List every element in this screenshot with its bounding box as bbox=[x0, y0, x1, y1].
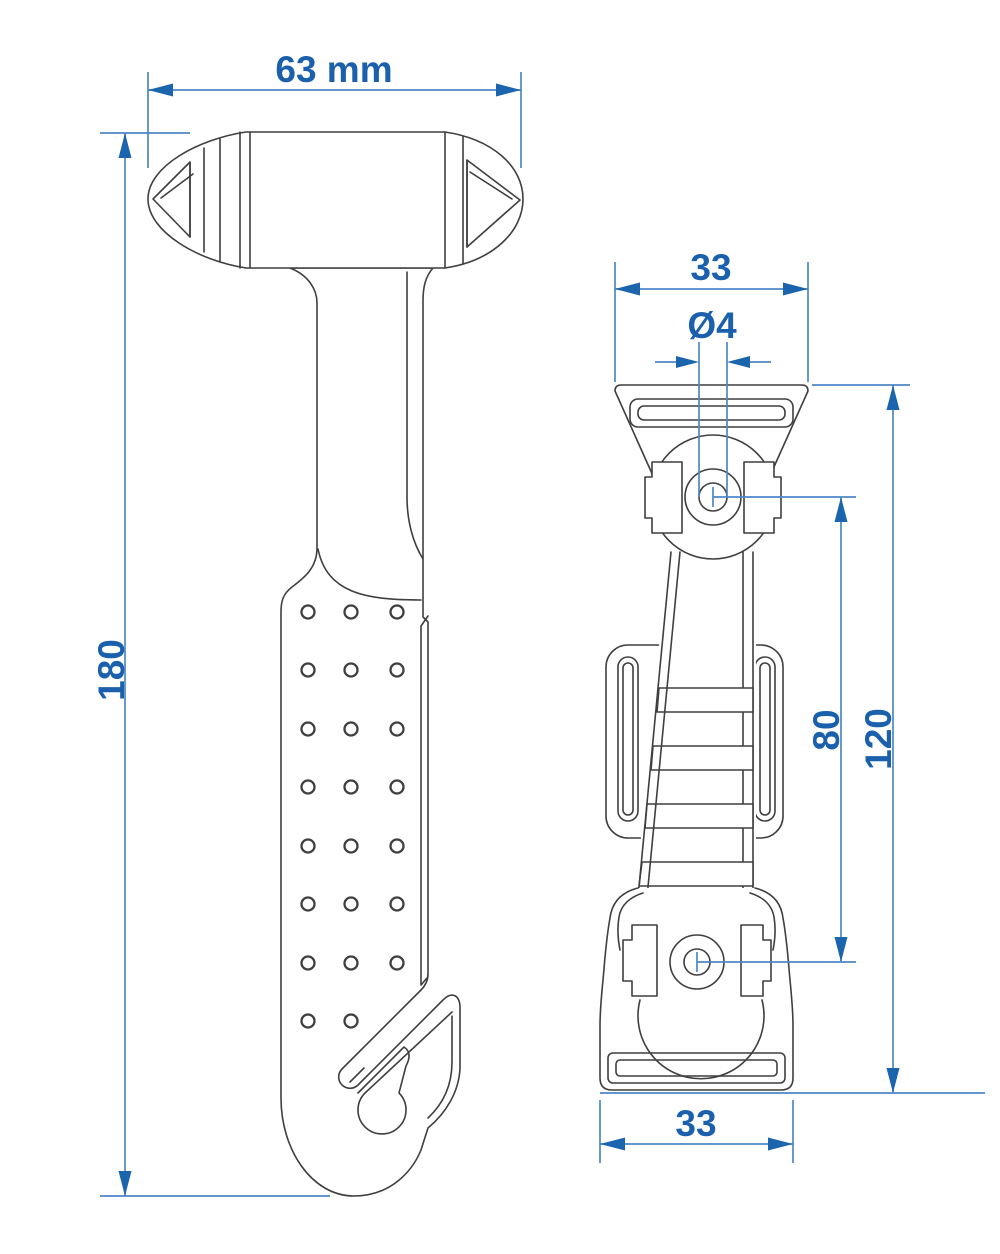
buckle-slot-right-inner bbox=[759, 662, 771, 816]
grip-hole bbox=[300, 721, 316, 737]
grip-hole bbox=[389, 838, 405, 854]
ratchet-rung bbox=[656, 687, 754, 713]
grip-hole bbox=[300, 662, 316, 678]
grip-hole bbox=[343, 604, 359, 620]
grip-hole bbox=[389, 721, 405, 737]
dimension-annotations: 63 mm 180 33 Ø4 80 120 33 bbox=[91, 49, 985, 1197]
bottom-pivot-clip-left bbox=[622, 924, 658, 997]
arrowhead-up-icon bbox=[118, 133, 132, 158]
grip-hole bbox=[343, 896, 359, 912]
bottom-strap-slot-outer bbox=[607, 1052, 786, 1084]
bracket-side-view bbox=[599, 384, 809, 1091]
grip-hole bbox=[300, 779, 316, 795]
grip-hole bbox=[300, 896, 316, 912]
top-strap-slot-outer bbox=[629, 398, 794, 428]
dim-hole-spacing-lines bbox=[696, 487, 856, 972]
hammer-head-collar-lines-right bbox=[444, 131, 468, 269]
dim-bracket-bottom-width-lines bbox=[599, 1100, 794, 1163]
belt-cutter-bulge-inner-line bbox=[427, 1015, 453, 1119]
ratchet-arm-body bbox=[634, 550, 756, 912]
top-pivot-clip-left bbox=[644, 461, 683, 534]
dim-head-width-lines bbox=[147, 72, 522, 168]
grip-hole bbox=[343, 838, 359, 854]
arrowhead-right-icon bbox=[768, 1137, 793, 1151]
hammer-handle-outline bbox=[280, 267, 461, 1197]
arrowhead-left-icon bbox=[615, 282, 640, 296]
ratchet-rung bbox=[650, 745, 754, 771]
dim-label-bracket-length: 120 bbox=[858, 708, 899, 770]
grip-hole bbox=[300, 955, 316, 971]
grip-hole bbox=[389, 662, 405, 678]
ratchet-rung bbox=[644, 803, 754, 829]
arrowhead-right-icon bbox=[676, 356, 699, 368]
dim-label-bracket-bottom-width: 33 bbox=[675, 1103, 716, 1144]
arrowhead-right-icon bbox=[783, 282, 808, 296]
arrowhead-up-icon bbox=[834, 497, 848, 522]
arrowhead-up-icon bbox=[886, 385, 900, 410]
grip-hole bbox=[389, 896, 405, 912]
grip-hole bbox=[300, 1013, 316, 1029]
hammer-left-cone-inner-line bbox=[160, 173, 194, 199]
ratchet-arm-left-edges bbox=[636, 551, 681, 909]
dim-label-hole-spacing: 80 bbox=[806, 709, 847, 750]
dim-hole-diameter-lines bbox=[655, 342, 771, 497]
belt-cutter-blade-edge-line bbox=[349, 1067, 365, 1083]
buckle-slot-left-outer bbox=[617, 656, 639, 822]
dim-overall-length-lines bbox=[100, 132, 330, 1197]
dim-label-hole-diameter: Ø4 bbox=[687, 305, 737, 346]
grip-hole bbox=[343, 1013, 359, 1029]
grip-hole bbox=[300, 604, 316, 620]
hammer-grip-shoulder-line bbox=[317, 548, 422, 601]
buckle-slot-left-inner bbox=[622, 662, 634, 816]
ratchet-rung bbox=[638, 861, 754, 887]
bracket-top-plate bbox=[614, 384, 809, 479]
hammer-right-cone-inner-line bbox=[469, 171, 513, 200]
hammer-front-view bbox=[147, 131, 524, 1197]
grip-hole bbox=[300, 838, 316, 854]
grip-hole bbox=[343, 662, 359, 678]
bottom-pivot-clip-right bbox=[740, 924, 772, 997]
bottom-housing-shoulder-right bbox=[749, 892, 776, 951]
top-strap-slot-inner bbox=[637, 405, 786, 421]
hammer-grip-inner-right-line bbox=[420, 615, 429, 986]
hammer-neck-inner-line bbox=[406, 271, 424, 560]
arrowhead-right-icon bbox=[496, 83, 521, 97]
arrowhead-left-icon bbox=[600, 1137, 625, 1151]
grip-hole bbox=[389, 604, 405, 620]
arrowhead-left-icon bbox=[148, 83, 173, 97]
arrowhead-left-icon bbox=[727, 356, 750, 368]
dim-bracket-top-width-lines bbox=[614, 262, 809, 382]
hammer-head-collar-lines-left bbox=[189, 131, 251, 269]
dim-label-overall-length: 180 bbox=[91, 639, 132, 701]
grip-hole bbox=[343, 721, 359, 737]
arrowhead-down-icon bbox=[834, 937, 848, 962]
arrowhead-down-icon bbox=[118, 1171, 132, 1196]
arrowhead-down-icon bbox=[886, 1068, 900, 1093]
grip-hole bbox=[389, 779, 405, 795]
ratchet-arm-right-edges bbox=[742, 551, 754, 909]
grip-hole bbox=[389, 955, 405, 971]
bottom-strap-slot-inner bbox=[615, 1059, 778, 1077]
grip-hole-grid bbox=[300, 604, 405, 1029]
grip-hole bbox=[343, 779, 359, 795]
bottom-rotor-disc bbox=[637, 999, 765, 1080]
dim-label-head-width: 63 mm bbox=[275, 49, 392, 90]
grip-hole bbox=[343, 955, 359, 971]
dim-label-bracket-top-width: 33 bbox=[690, 247, 731, 288]
bottom-housing-shoulder-left bbox=[617, 892, 644, 951]
belt-cutter-hook-blade bbox=[357, 1011, 453, 1135]
dim-bracket-length-lines bbox=[600, 384, 985, 1094]
